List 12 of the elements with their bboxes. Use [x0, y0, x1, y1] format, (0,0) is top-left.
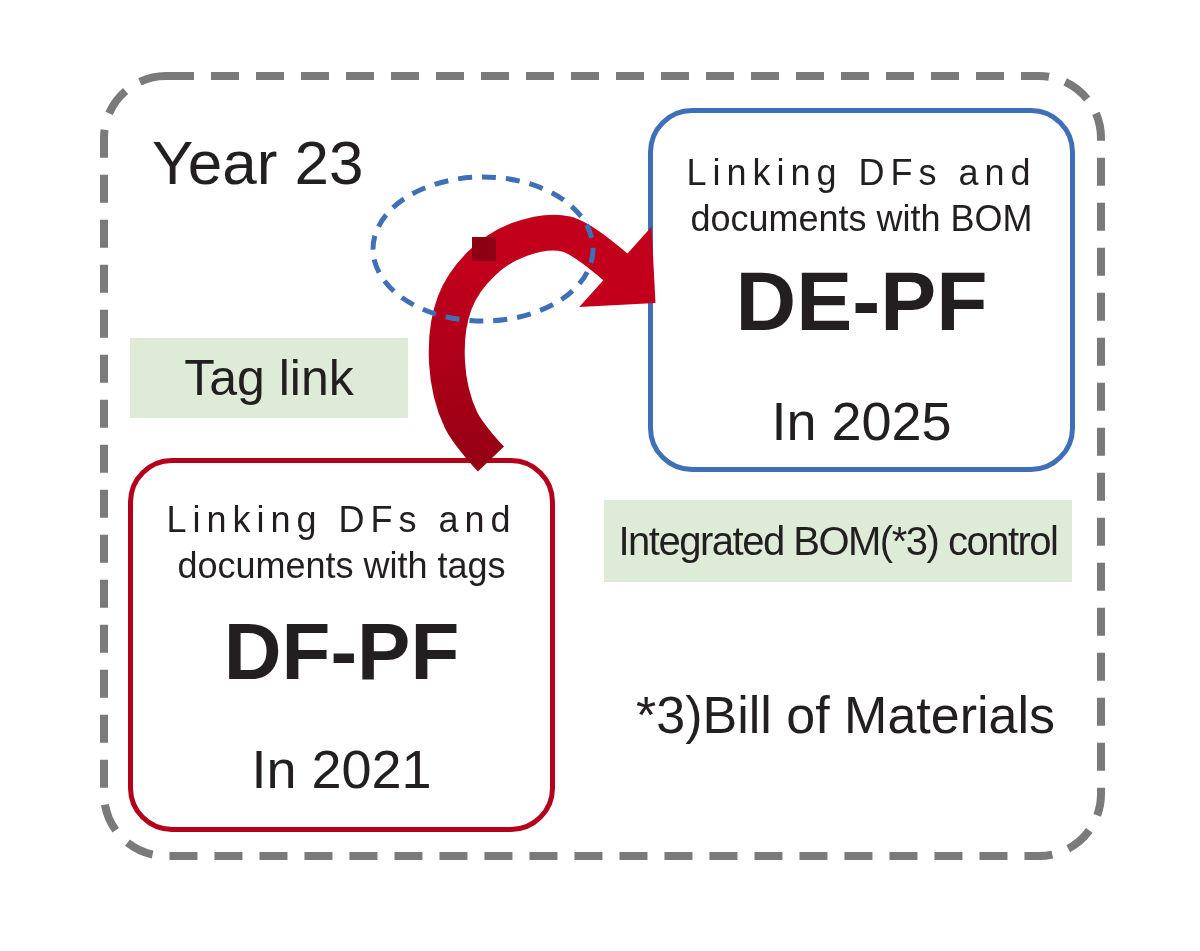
dashed-frame [100, 72, 1105, 860]
year-text: In 2021 [250, 742, 433, 796]
highlight-label: Tag link [130, 338, 408, 418]
box-subtitle: Linking DFs and documents with tags [165, 498, 518, 588]
rounded-box [648, 108, 1075, 472]
box-title: DE-PF [734, 259, 989, 343]
highlight-label: Integrated BOM(*3) control [604, 500, 1072, 582]
frame-heading: Year 23 [152, 132, 364, 194]
rounded-box [128, 458, 555, 832]
box-title: DF-PF [222, 612, 461, 692]
year-text: In 2025 [770, 394, 953, 448]
box-subtitle: Linking DFs and documents with BOM [685, 151, 1038, 241]
